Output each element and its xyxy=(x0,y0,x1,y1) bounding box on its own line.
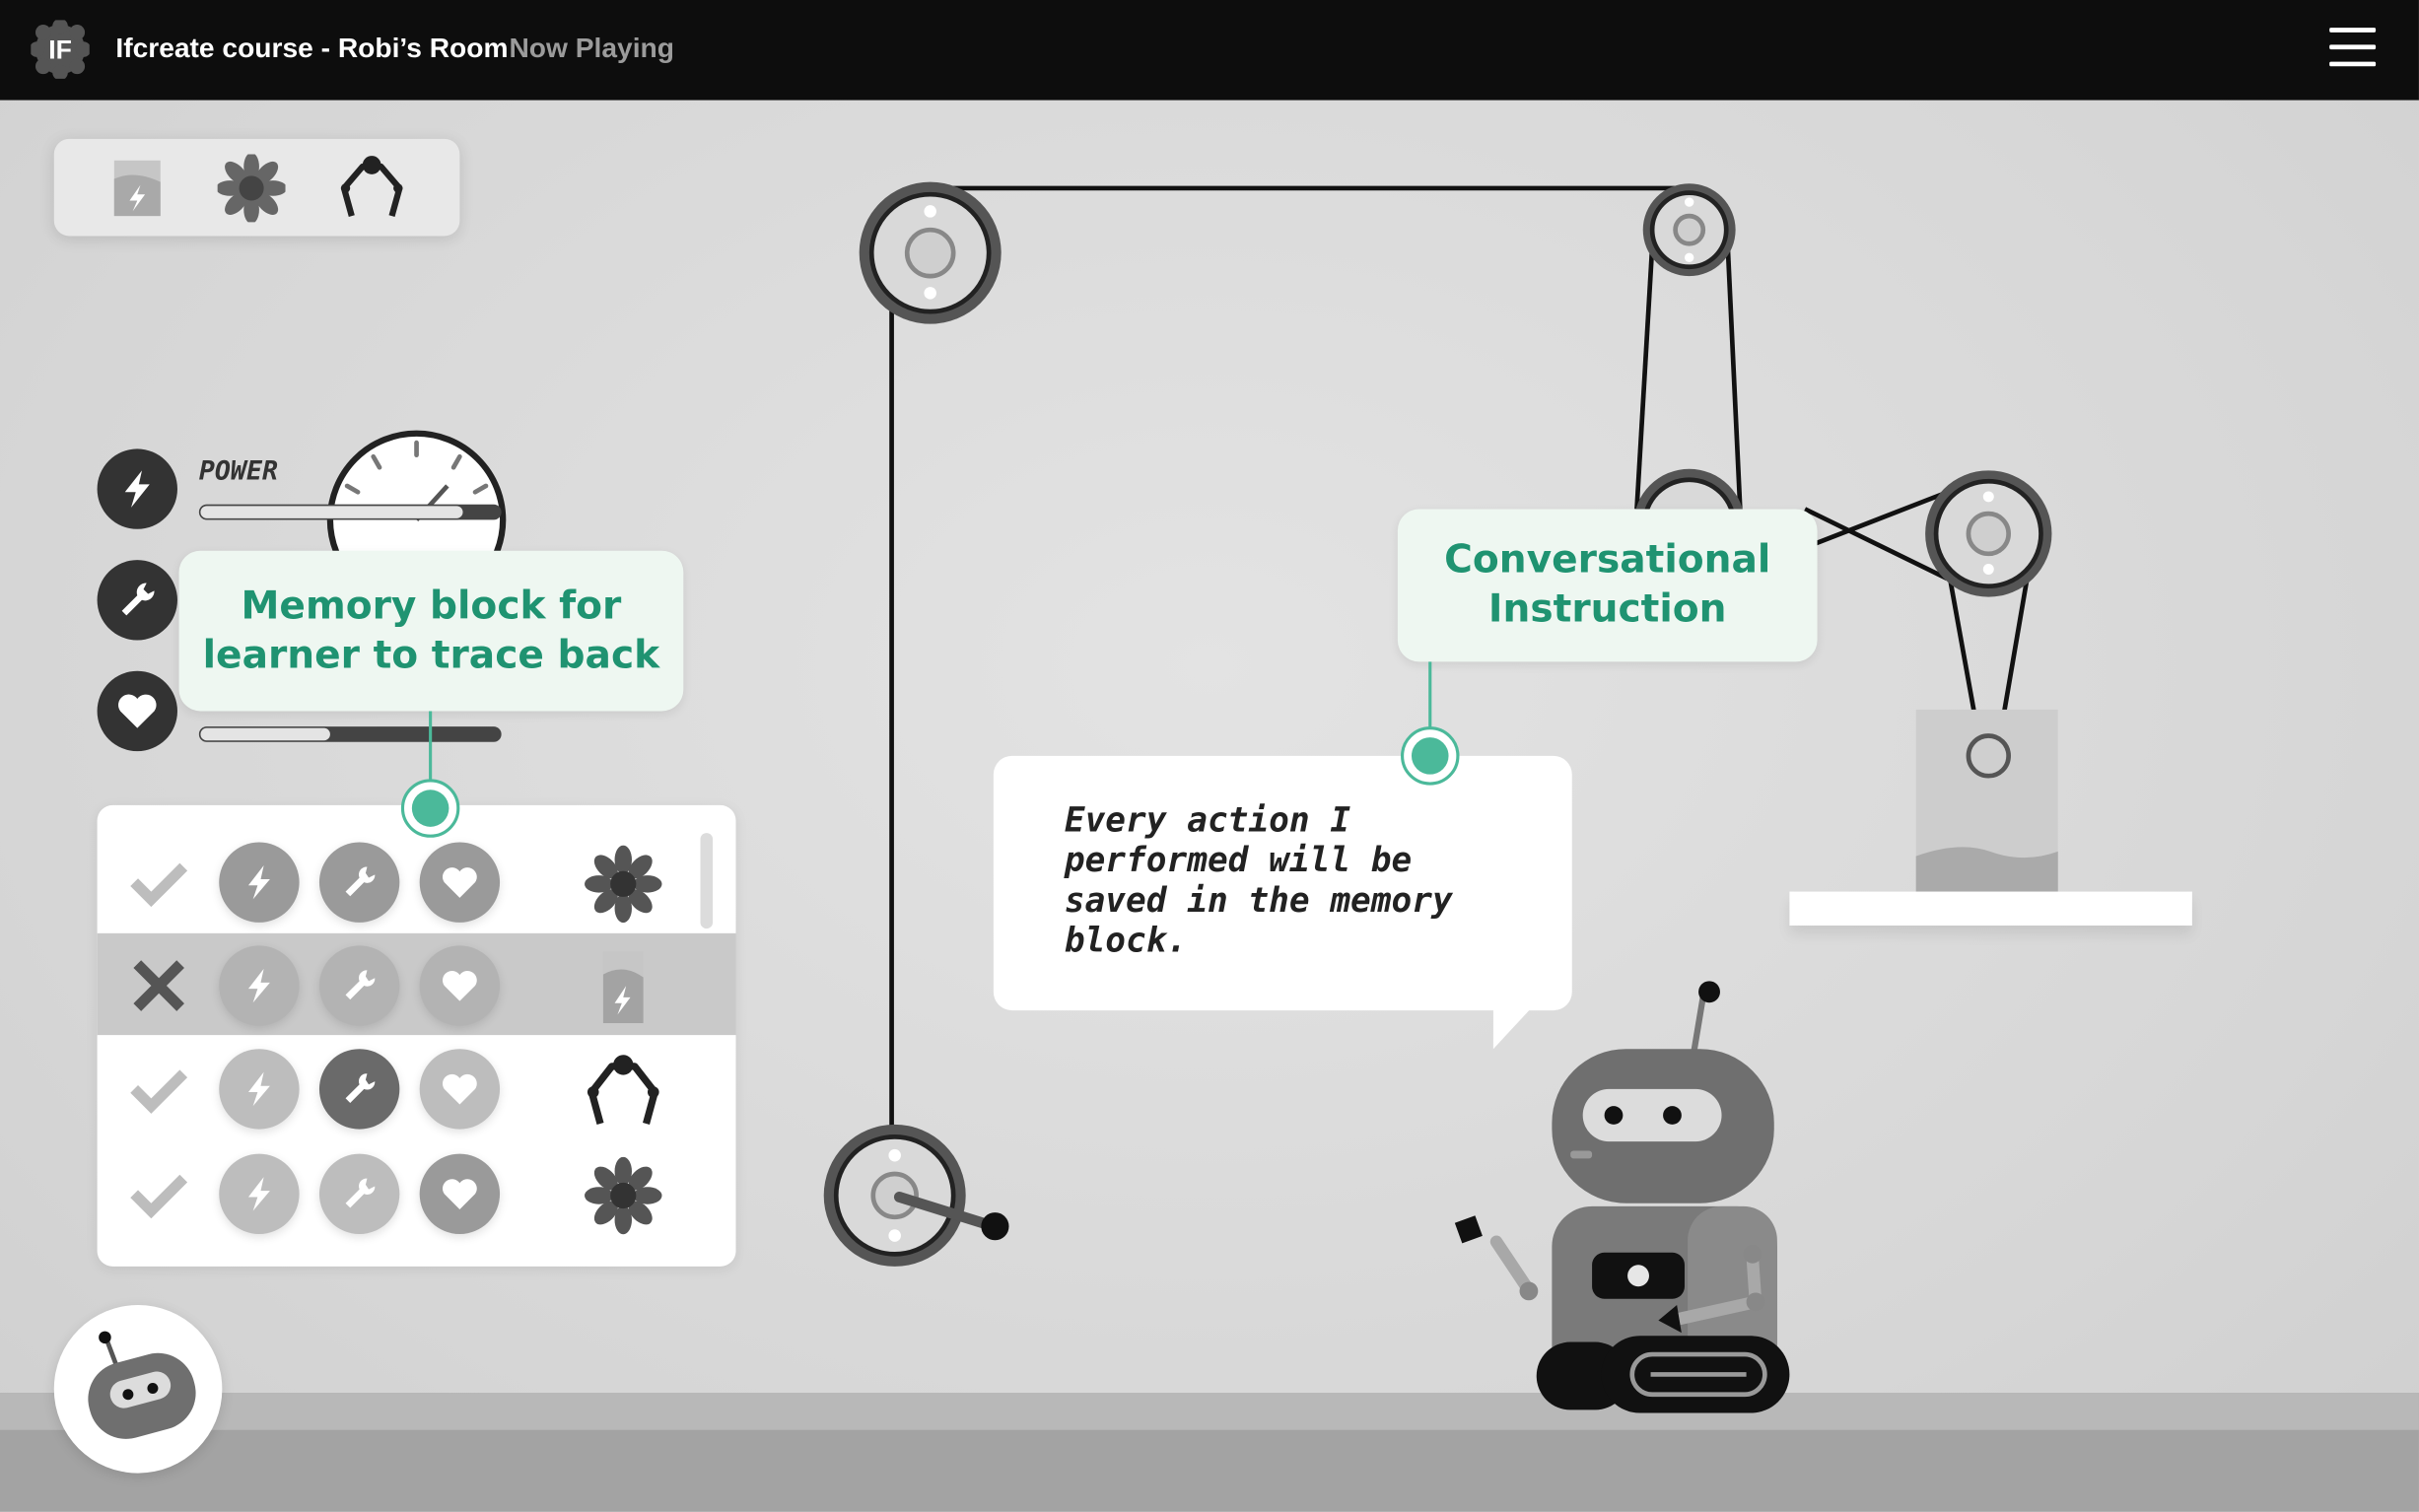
memory-row[interactable] xyxy=(97,932,736,1036)
power-bar-fill xyxy=(198,504,465,520)
heart-icon xyxy=(118,694,157,728)
wrench-icon xyxy=(345,1073,376,1103)
robot-claw-icon[interactable] xyxy=(338,155,406,223)
conversation-callout-pin[interactable] xyxy=(1401,726,1460,786)
memory-chip-lightning[interactable] xyxy=(219,842,300,923)
gear-flower-icon[interactable] xyxy=(217,154,286,223)
pulley-top-right[interactable] xyxy=(1642,183,1736,277)
robot-claw-icon xyxy=(587,1055,659,1125)
now-playing-status: Now Playing xyxy=(509,32,674,64)
wrench-icon xyxy=(345,866,376,897)
lightning-icon xyxy=(247,1071,270,1107)
speech-line-4: block. xyxy=(1064,922,1188,961)
crank-handle-icon[interactable] xyxy=(981,1212,1009,1241)
course-title: Ifcreate course - Robi’s Room xyxy=(115,32,509,64)
memory-callout-pin[interactable] xyxy=(400,779,460,838)
memory-block-panel xyxy=(97,804,736,1267)
top-bar: IF Ifcreate course - Robi’s Room Now Pla… xyxy=(0,0,2419,101)
crank-pulley[interactable] xyxy=(823,1124,1009,1267)
memory-chip-lightning[interactable] xyxy=(219,1153,300,1234)
check-icon xyxy=(130,1174,188,1219)
pulley-right[interactable] xyxy=(1925,470,2052,597)
cross-icon xyxy=(133,960,184,1011)
memory-callout-line-2: learner to trace back xyxy=(202,632,660,678)
wrench-icon xyxy=(121,583,155,616)
speech-bubble-tail xyxy=(1492,1005,1534,1050)
memory-chip-heart[interactable] xyxy=(419,945,501,1026)
speech-line-1: Every action I xyxy=(1064,801,1351,841)
gear-flower-icon xyxy=(585,845,662,924)
memory-chip-wrench[interactable] xyxy=(318,945,400,1026)
speech-line-3: saved in the memory xyxy=(1064,882,1453,922)
battery-icon xyxy=(602,951,644,1024)
conversation-callout-connector xyxy=(1428,661,1432,731)
memory-chip-heart[interactable] xyxy=(419,1049,501,1130)
pulley-top-left[interactable] xyxy=(859,181,1002,324)
memory-chip-wrench[interactable] xyxy=(318,1153,400,1234)
power-bar xyxy=(198,504,502,520)
robot-speech-bubble xyxy=(993,755,1572,1011)
lightning-icon xyxy=(247,1177,270,1211)
power-stat-icon xyxy=(97,448,177,529)
ifcreate-logo-icon[interactable]: IF xyxy=(31,20,90,79)
wrench-icon xyxy=(345,1178,376,1208)
lightning-icon xyxy=(247,968,270,1003)
robi-robot[interactable] xyxy=(1450,972,1805,1419)
memory-scrollbar[interactable] xyxy=(700,833,714,929)
shelf xyxy=(1789,891,2192,927)
battery-icon[interactable] xyxy=(104,155,172,223)
robot-antenna-icon xyxy=(1698,981,1720,1003)
belts xyxy=(889,185,2030,1142)
health-bar-fill xyxy=(198,726,332,742)
wrench-icon xyxy=(345,970,376,1000)
gear-flower-icon xyxy=(585,1156,662,1235)
memory-chip-lightning[interactable] xyxy=(219,1049,300,1130)
power-gauge xyxy=(326,430,507,567)
repair-stat-icon xyxy=(97,560,177,641)
memory-row[interactable] xyxy=(98,1037,736,1138)
heart-icon xyxy=(442,867,477,898)
lightning-icon xyxy=(247,864,270,900)
conversation-callout-line-2: Instruction xyxy=(1487,585,1727,632)
lightning-icon xyxy=(124,470,150,508)
memory-chip-heart[interactable] xyxy=(419,842,501,923)
hamburger-menu-icon[interactable] xyxy=(2329,28,2377,71)
conversation-callout-line-1: Conversational xyxy=(1444,536,1771,583)
memory-row[interactable] xyxy=(98,830,736,931)
health-bar xyxy=(198,726,502,742)
memory-chip-wrench[interactable] xyxy=(318,1049,400,1130)
toolbox xyxy=(53,138,460,237)
robot-head-icon xyxy=(88,1331,196,1439)
memory-chip-lightning[interactable] xyxy=(219,945,300,1026)
robot-speech-text: Every action I performed will be saved i… xyxy=(1065,802,1528,963)
memory-row[interactable] xyxy=(98,1141,736,1243)
logo-text: IF xyxy=(48,34,72,64)
power-label: POWER xyxy=(198,456,278,488)
memory-chip-heart[interactable] xyxy=(419,1153,501,1234)
floor-edge xyxy=(0,1393,2419,1430)
heart-icon xyxy=(442,1073,477,1105)
heart-icon xyxy=(442,1179,477,1209)
check-icon xyxy=(130,1069,188,1114)
robi-avatar-button[interactable] xyxy=(53,1304,223,1474)
check-icon xyxy=(130,862,188,908)
memory-block-callout: Memory block for learner to trace back xyxy=(178,550,684,712)
memory-callout-connector xyxy=(429,711,433,783)
memory-chip-wrench[interactable] xyxy=(318,842,400,923)
conversational-instruction-callout: Conversational Instruction xyxy=(1397,509,1818,662)
speech-line-2: performed will be xyxy=(1064,842,1413,881)
health-stat-icon xyxy=(97,670,177,752)
memory-callout-line-1: Memory block for xyxy=(241,583,622,628)
bucket[interactable] xyxy=(1915,709,2058,892)
heart-icon xyxy=(442,971,477,1001)
